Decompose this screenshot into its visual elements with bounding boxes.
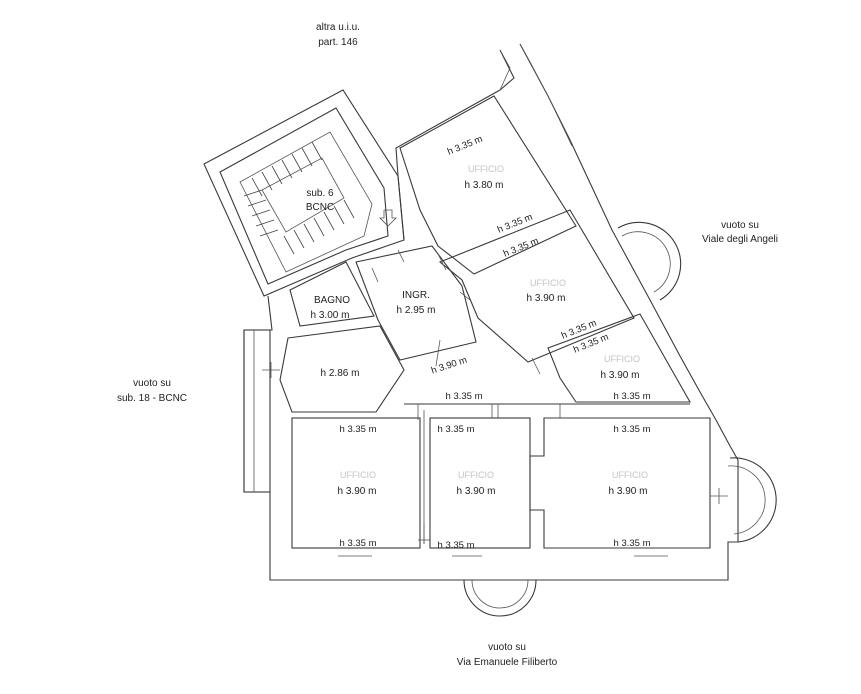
west-balcony	[243, 329, 271, 493]
room-ingresso	[355, 245, 477, 361]
h335-label: h 3.35 m	[446, 391, 483, 402]
room-office-se	[529, 417, 711, 549]
opening-marks	[262, 249, 728, 557]
room-office-east	[547, 313, 691, 403]
entry-arrow-icon	[379, 209, 397, 227]
east-label-1: vuoto su	[721, 220, 759, 231]
office-sw-name: UFFICIO	[340, 470, 376, 480]
east-label-2: Viale degli Angeli	[702, 234, 778, 245]
room-office-top	[399, 95, 577, 275]
south-label-1: vuoto su	[488, 642, 526, 653]
office-sc-height: h 3.90 m	[457, 486, 496, 497]
office-top-height: h 3.80 m	[465, 180, 504, 191]
room-bagno	[289, 261, 375, 327]
office-sw-height: h 3.90 m	[338, 486, 377, 497]
h335-label: h 3.35 m	[340, 538, 377, 549]
office-mid-name: UFFICIO	[530, 278, 566, 288]
office-mid-height: h 3.90 m	[527, 293, 566, 304]
room-office-sw	[291, 417, 421, 549]
north-label-2: part. 146	[318, 37, 358, 48]
bagno-height: h 3.00 m	[311, 310, 350, 321]
stair-steps	[243, 141, 355, 255]
office-se-name: UFFICIO	[612, 470, 648, 480]
h335-label: h 3.35 m	[614, 391, 651, 402]
bagno-name: BAGNO	[314, 295, 350, 306]
corridor-height: h 3.90 m	[430, 355, 469, 377]
h335-label: h 3.35 m	[438, 540, 475, 551]
west-label-1: vuoto su	[133, 378, 171, 389]
h335-label: h 3.35 m	[502, 236, 540, 260]
bay-window-south	[463, 579, 537, 617]
h335-label: h 3.35 m	[614, 424, 651, 435]
west-label-2: sub. 18 - BCNC	[117, 393, 187, 404]
bay-window-east-top	[617, 221, 682, 301]
north-label-1: altra u.i.u.	[316, 22, 360, 33]
h335-label: h 3.35 m	[614, 538, 651, 549]
room-small	[279, 325, 405, 413]
room-office-mid	[438, 209, 635, 363]
stair-block	[203, 89, 405, 297]
ingresso-name: INGR.	[402, 290, 430, 301]
corridor-walls	[404, 403, 690, 544]
h335-label: h 3.35 m	[438, 424, 475, 435]
south-label-2: Via Emanuele Filiberto	[457, 657, 558, 668]
office-sc-name: UFFICIO	[458, 470, 494, 480]
h335-label: h 3.35 m	[446, 134, 484, 158]
office-east-name: UFFICIO	[604, 354, 640, 364]
stair-sub: BCNC	[306, 202, 334, 213]
office-se-height: h 3.90 m	[609, 486, 648, 497]
room-office-sc	[429, 417, 531, 549]
small-room-height: h 2.86 m	[321, 368, 360, 379]
office-east-height: h 3.90 m	[601, 370, 640, 381]
office-top-name: UFFICIO	[468, 164, 504, 174]
ingresso-height: h 2.95 m	[397, 305, 436, 316]
stair-name: sub. 6	[306, 188, 334, 199]
h335-label: h 3.35 m	[340, 424, 377, 435]
bay-window-east-bottom	[727, 457, 777, 543]
